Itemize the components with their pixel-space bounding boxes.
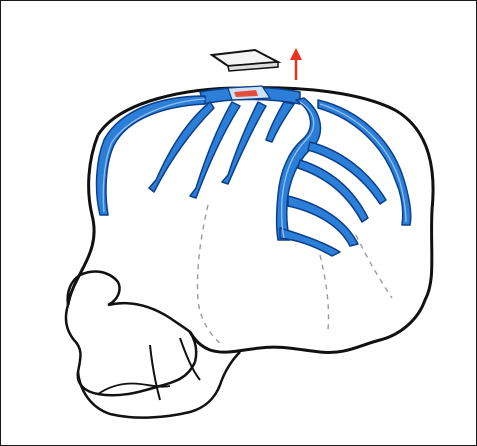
nasal-outline <box>66 305 98 394</box>
up-arrow-icon <box>290 48 302 80</box>
vertex-defect <box>228 86 270 100</box>
mandible-ramus <box>150 338 200 400</box>
mandible-outline <box>78 352 240 418</box>
orbit-outline <box>68 271 120 305</box>
forehead-outline <box>68 135 98 305</box>
maxilla-outline <box>98 362 195 395</box>
cranium-outline <box>98 88 433 353</box>
bone-flap-icon <box>212 50 278 71</box>
